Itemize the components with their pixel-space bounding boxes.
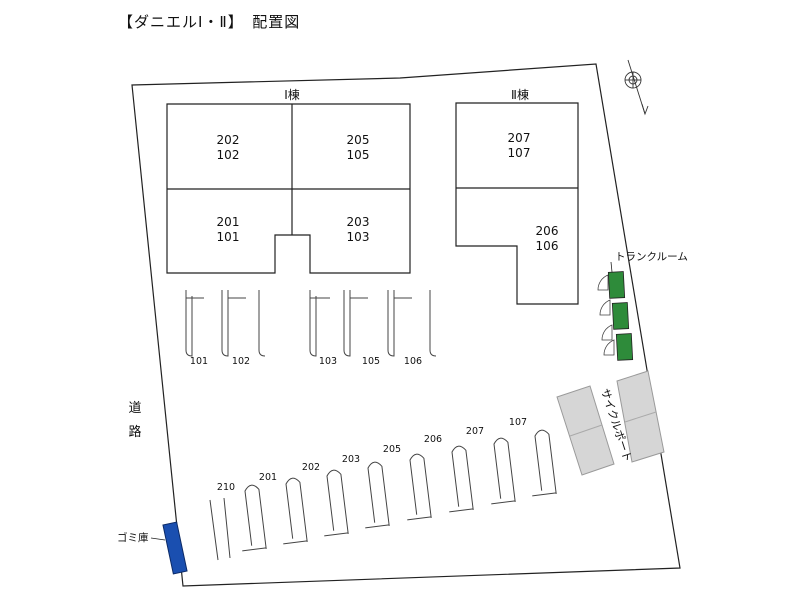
- page-title: 【ダニエルⅠ・Ⅱ】 配置図: [118, 13, 301, 31]
- parking-stall: [343, 290, 351, 357]
- parking-label-105: 105: [362, 356, 380, 367]
- trunk-room-label: トランクルーム: [615, 251, 688, 263]
- site-boundary: [131, 63, 681, 587]
- parking-label-206: 206: [424, 434, 442, 445]
- building-2-name: Ⅱ棟: [511, 87, 529, 102]
- parking-stall: [367, 461, 390, 526]
- parking-label-205: 205: [383, 444, 401, 455]
- parking-label-203: 203: [342, 454, 360, 465]
- parking-lower: [209, 429, 557, 561]
- road-label-2: 路: [128, 424, 141, 440]
- parking-stall: [258, 290, 266, 357]
- north-arrow-icon: [624, 59, 649, 116]
- cycle-port: [556, 370, 665, 476]
- trunk-room-unit: [607, 271, 626, 299]
- unit-207-label: 207: [508, 131, 531, 145]
- parking-label-101: 101: [190, 356, 208, 367]
- unit-205-label: 205: [347, 133, 370, 147]
- building-2: Ⅱ棟 207 107 206 106: [455, 87, 579, 305]
- parking-stall: [409, 453, 432, 518]
- parking-stall: [451, 445, 474, 510]
- building-1-name: Ⅰ棟: [284, 87, 300, 102]
- parking-stall: [429, 290, 437, 357]
- unit-206-label: 206: [536, 224, 559, 238]
- unit-106-label: 106: [536, 239, 559, 253]
- parking-stall: [493, 437, 516, 502]
- building-1: Ⅰ棟 202 102 205 105 201 101 203 103: [166, 87, 411, 274]
- parking-stall: [221, 290, 229, 357]
- trunk-room: トランクルーム: [597, 251, 688, 361]
- garbage-shed: [162, 521, 188, 575]
- parking-label-202: 202: [302, 462, 320, 473]
- parking-stall: [209, 497, 231, 561]
- garbage-shed-label: ゴミ庫: [117, 531, 149, 544]
- building-2-outline: [455, 102, 579, 305]
- parking-stall: [387, 290, 395, 357]
- unit-201-label: 201: [217, 215, 240, 229]
- unit-102-label: 102: [217, 148, 240, 162]
- parking-upper: [185, 290, 437, 357]
- parking-label-103: 103: [319, 356, 337, 367]
- parking-label-107: 107: [509, 417, 527, 428]
- parking-stall: [285, 477, 308, 542]
- unit-105-label: 105: [347, 148, 370, 162]
- parking-stall: [244, 484, 267, 549]
- unit-202-label: 202: [217, 133, 240, 147]
- parking-stall: [185, 290, 193, 357]
- building-1-outline: [166, 103, 411, 274]
- trunk-room-unit: [615, 333, 634, 361]
- road-label-1: 道: [128, 401, 141, 416]
- unit-103-label: 103: [347, 230, 370, 244]
- parking-label-207: 207: [466, 426, 484, 437]
- unit-203-label: 203: [347, 215, 370, 229]
- parking-label-106: 106: [404, 356, 422, 367]
- unit-107-label: 107: [508, 146, 531, 160]
- trunk-room-door-icon: [597, 274, 615, 356]
- parking-stall: [309, 290, 317, 357]
- trunk-room-unit: [611, 302, 630, 330]
- parking-stall: [326, 469, 349, 534]
- parking-label-210: 210: [217, 482, 235, 493]
- parking-label-201: 201: [259, 472, 277, 483]
- parking-label-102: 102: [232, 356, 250, 367]
- parking-stall: [534, 429, 557, 494]
- unit-101-label: 101: [217, 230, 240, 244]
